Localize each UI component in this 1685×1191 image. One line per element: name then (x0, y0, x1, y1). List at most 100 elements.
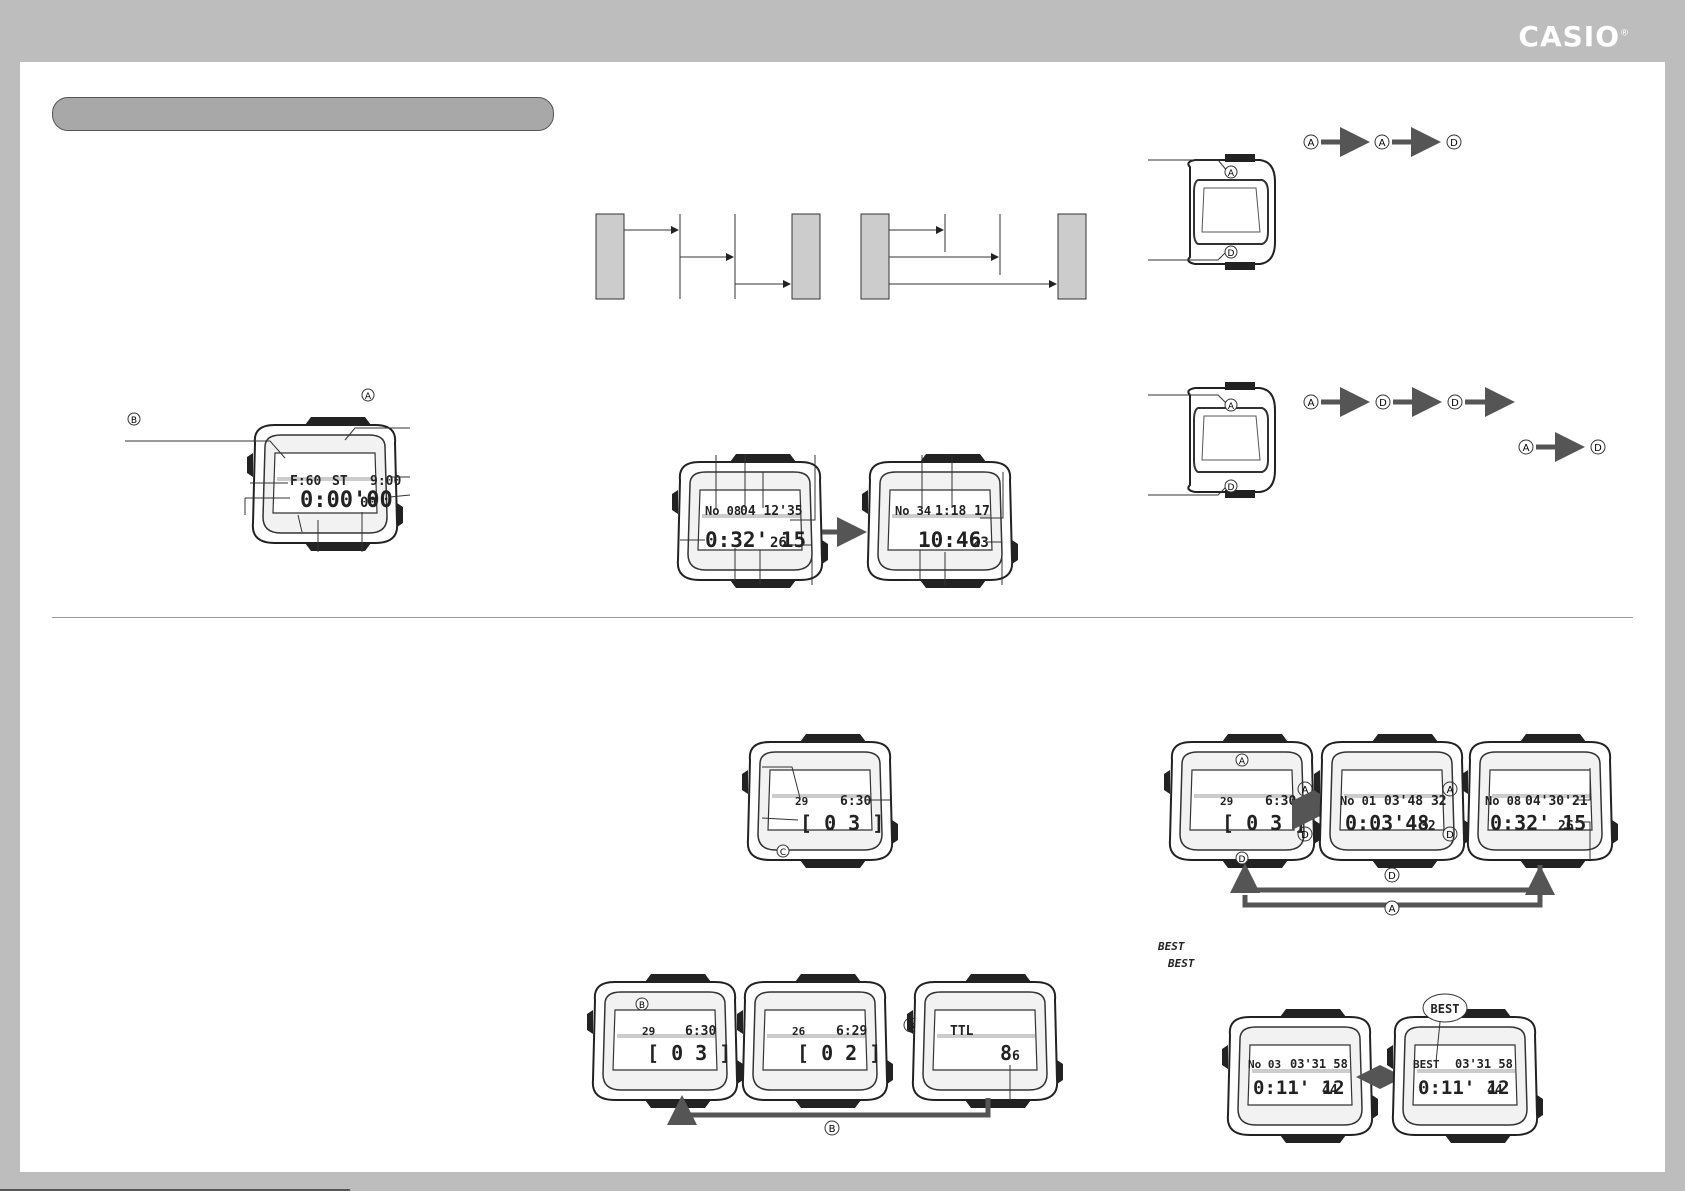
svg-text:D: D (1301, 830, 1309, 841)
svg-text:A: A (1228, 169, 1235, 179)
footer-band (0, 1172, 1685, 1191)
svg-text:TTL: TTL (950, 1024, 974, 1039)
svg-text:BEST: BEST (1413, 1058, 1440, 1071)
svg-text:04 12'35: 04 12'35 (740, 504, 803, 519)
svg-text:A: A (1308, 138, 1315, 149)
svg-text:D: D (1451, 398, 1459, 409)
svg-text:32: 32 (1420, 819, 1436, 834)
svg-text:A: A (1302, 785, 1309, 796)
svg-text:23: 23 (972, 535, 989, 551)
svg-text:A: A (1523, 443, 1530, 454)
svg-text:No 08: No 08 (1485, 794, 1521, 808)
svg-text:[ 0 3 ]: [ 0 3 ] (800, 811, 884, 835)
section-divider (52, 617, 1633, 618)
recall-loop-arrow: B (667, 1095, 991, 1136)
recall-watch-3: TTL 8 6 (906, 973, 1064, 1109)
svg-text:A: A (1379, 138, 1386, 149)
best-watch-1: No 03 03'31 58 0:11' 12 44 (1221, 1008, 1379, 1144)
footer-rule (0, 1189, 350, 1191)
data-arrows-1: A D (1290, 781, 1322, 842)
svg-text:A: A (365, 392, 372, 402)
svg-text:44: 44 (1322, 1083, 1338, 1098)
lcd-main-small: 00 (360, 495, 377, 511)
svg-text:6:30: 6:30 (685, 1024, 716, 1039)
side-watch-2: A D (1148, 381, 1276, 499)
svg-text:0:11' 12: 0:11' 12 (1253, 1077, 1345, 1099)
svg-text:03'31 58: 03'31 58 (1455, 1057, 1513, 1071)
button-b-icon (127, 412, 141, 426)
svg-text:0:32' 15: 0:32' 15 (1490, 811, 1586, 835)
side-watch-1: A D (1148, 153, 1276, 271)
casio-logo: CASIO® (1518, 20, 1630, 53)
recall-watch-2: 26 6:29 [ 0 2 ] (736, 973, 894, 1109)
svg-text:D: D (1388, 871, 1396, 882)
best-callout: BEST (1431, 1002, 1460, 1016)
svg-text:No 01: No 01 (1340, 794, 1376, 808)
svg-text:A: A (1308, 398, 1315, 409)
lap-watch-2: No 34 1:18 17 10:46 23 (861, 453, 1019, 589)
svg-text:A: A (1447, 785, 1454, 796)
data-arrows-2: A D (1442, 781, 1458, 842)
svg-text:B: B (829, 1124, 836, 1135)
svg-text:44: 44 (1487, 1083, 1503, 1098)
svg-text:[ 0 3 ]: [ 0 3 ] (647, 1041, 731, 1065)
timing-diagram-split (860, 213, 1087, 300)
svg-text:D: D (1450, 138, 1458, 149)
button-a-icon (361, 388, 375, 402)
lcd-top-left: F:60 (290, 474, 321, 489)
timer-watch-illustration: F:60 ST 9:00 0:00'00 00 A B (125, 388, 411, 552)
svg-text:A: A (1389, 904, 1396, 915)
svg-text:03'31 58: 03'31 58 (1290, 1057, 1348, 1071)
best-note-1: BEST (1157, 940, 1185, 953)
svg-text:26: 26 (770, 535, 787, 551)
svg-text:03'48 32: 03'48 32 (1384, 794, 1447, 809)
sequence-a-d-d: A D D A D (1303, 387, 1606, 462)
svg-text:8: 8 (1000, 1041, 1012, 1065)
timing-diagram-lap (595, 213, 821, 300)
svg-text:6:29: 6:29 (836, 1024, 867, 1039)
svg-text:6:30: 6:30 (1265, 794, 1296, 809)
lcd-top-right: 9:00 (370, 474, 401, 489)
recall-watch-1: 29 6:30 [ 0 3 ] B (586, 973, 744, 1109)
svg-text:6:30: 6:30 (840, 794, 871, 809)
svg-text:29: 29 (1220, 795, 1233, 808)
data-watch-1: 29 6:30 [ 0 3 ] A D (1163, 733, 1321, 869)
svg-text:04'30'21: 04'30'21 (1525, 794, 1588, 809)
data-loop-arrows: D A (1230, 863, 1555, 916)
svg-text:6: 6 (1012, 1049, 1020, 1064)
lcd-top-mid: ST (332, 474, 348, 489)
svg-text:No 03: No 03 (1248, 1058, 1281, 1071)
data-watch-2: No 01 03'48 32 0:03'48 32 (1313, 733, 1471, 869)
svg-text:D: D (1239, 855, 1246, 865)
svg-text:26: 26 (792, 1025, 806, 1038)
svg-text:10:46: 10:46 (918, 528, 981, 552)
sequence-a-a-d: A A D (1303, 127, 1462, 157)
svg-text:0:11' 12: 0:11' 12 (1418, 1077, 1510, 1099)
svg-text:B: B (639, 1001, 645, 1011)
record-watch: 29 6:30 [ 0 3 ] C (741, 733, 899, 869)
best-watch-2: BEST 03'31 58 0:11' 12 44 BEST (1386, 993, 1544, 1144)
svg-text:29: 29 (642, 1025, 655, 1038)
section-heading-bar (52, 97, 554, 131)
svg-text:[ 0 2 ]: [ 0 2 ] (797, 1041, 881, 1065)
lap-watch-1: No 08 04 12'35 0:32' 15 26 (671, 453, 829, 589)
svg-text:D: D (1228, 249, 1235, 259)
svg-text:D: D (1379, 398, 1387, 409)
svg-text:D: D (1594, 443, 1602, 454)
svg-text:No 08: No 08 (705, 504, 741, 518)
header-band (0, 0, 1685, 62)
svg-text:A: A (1228, 402, 1235, 412)
svg-text:D: D (1228, 483, 1235, 493)
svg-text:C: C (780, 848, 786, 858)
svg-text:29: 29 (795, 795, 808, 808)
svg-text:D: D (1446, 830, 1454, 841)
svg-text:1:18 17: 1:18 17 (935, 504, 990, 519)
svg-text:0:32' 15: 0:32' 15 (705, 528, 806, 552)
best-note-2: BEST (1167, 957, 1195, 970)
data-watch-3: No 08 04'30'21 0:32' 15 26 (1461, 733, 1619, 869)
lcd-main: 0:00'00 (300, 488, 393, 513)
svg-text:No 34: No 34 (895, 504, 931, 518)
svg-text:B: B (131, 416, 137, 426)
svg-text:0:03'48: 0:03'48 (1345, 811, 1429, 835)
